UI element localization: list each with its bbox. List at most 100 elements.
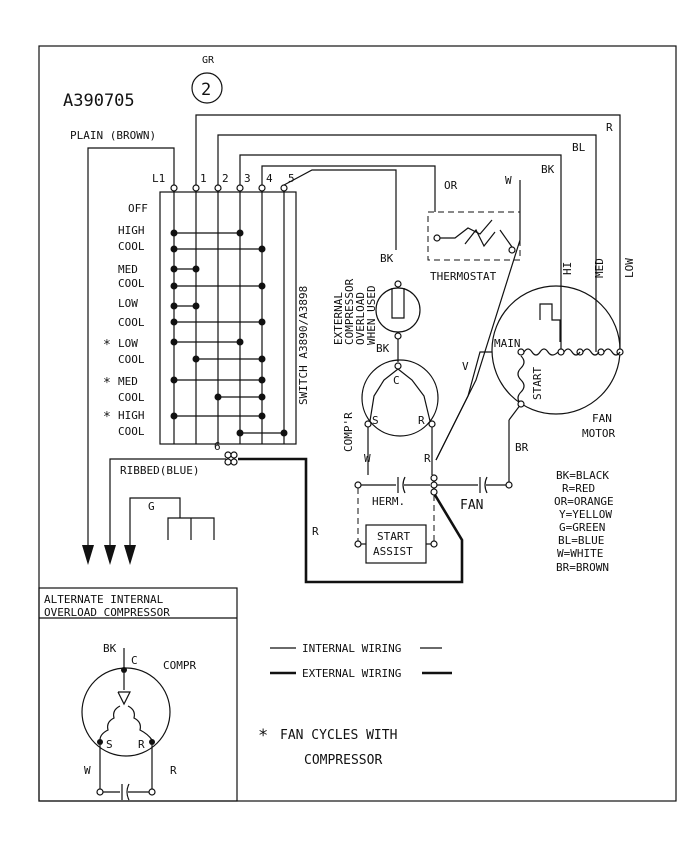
fan-cycle-note: * FAN CYCLES WITH COMPRESSOR	[258, 726, 397, 768]
svg-text:START: START	[377, 530, 410, 543]
svg-text:BR=BROWN: BR=BROWN	[556, 561, 609, 574]
svg-text:OFF: OFF	[128, 202, 148, 215]
svg-text:3: 3	[244, 172, 251, 185]
ref-small-label: GR	[202, 55, 215, 66]
r-wire-label: R	[312, 525, 319, 538]
svg-text:MED: MED	[118, 263, 138, 276]
svg-text:R=RED: R=RED	[562, 482, 595, 495]
svg-text:R: R	[170, 764, 177, 777]
svg-text:*: *	[258, 726, 268, 746]
fan-w-wire: V	[462, 360, 469, 373]
svg-text:FAN CYCLES WITH: FAN CYCLES WITH	[280, 728, 397, 743]
svg-text:LOW: LOW	[118, 297, 138, 310]
switch-terminals: L1 1 2 3 4 5	[152, 172, 295, 192]
svg-text:ALTERNATE INTERNAL: ALTERNATE INTERNAL	[44, 593, 164, 606]
bk-right-label: BK	[541, 163, 555, 176]
compressor: C S R	[361, 359, 439, 437]
svg-text:C: C	[131, 654, 138, 667]
svg-text:COOL: COOL	[118, 425, 145, 438]
model-number: A390705	[63, 91, 135, 111]
compressor-label: COMP'R	[342, 412, 355, 452]
svg-text:COMPR: COMPR	[163, 659, 196, 672]
svg-text:OVERLOAD COMPRESSOR: OVERLOAD COMPRESSOR	[44, 606, 170, 619]
external-overload: BK EXTERNAL COMPRESSOR OVERLOAD WHEN USE…	[332, 252, 421, 355]
svg-text:BK: BK	[376, 342, 390, 355]
w-wire-label-thermo: W	[505, 174, 512, 187]
svg-text:BK: BK	[380, 252, 394, 265]
svg-text:COOL: COOL	[118, 391, 145, 404]
switch-name: SWITCH A3890/A3898	[297, 286, 310, 405]
svg-text:1: 1	[200, 172, 207, 185]
svg-text:OR=ORANGE: OR=ORANGE	[554, 495, 614, 508]
thermostat	[427, 211, 521, 261]
ref-number: 2	[201, 80, 211, 100]
svg-text:EXTERNAL WIRING: EXTERNAL WIRING	[302, 667, 401, 680]
br-wire-label: BR	[515, 441, 529, 454]
svg-text:R: R	[418, 414, 425, 427]
svg-text:COOL: COOL	[118, 240, 145, 253]
arrow-ground	[124, 545, 136, 565]
svg-text:EXTERNAL: EXTERNAL	[332, 292, 345, 345]
r-right-label: R	[606, 121, 613, 134]
alternate-compressor-box: ALTERNATE INTERNAL OVERLOAD COMPRESSOR B…	[38, 587, 238, 802]
arrow-ribbed	[104, 545, 116, 565]
svg-text:START: START	[531, 367, 544, 400]
svg-text:*: *	[103, 338, 111, 353]
svg-text:LOW: LOW	[118, 337, 138, 350]
diagram-frame	[38, 45, 677, 802]
svg-text:*: *	[103, 376, 111, 391]
svg-text:BL=BLUE: BL=BLUE	[558, 534, 604, 547]
svg-text:C: C	[393, 374, 400, 387]
svg-text:COMPRESSOR: COMPRESSOR	[304, 753, 382, 768]
fan-motor: MAIN START FAN MOTOR	[491, 285, 624, 440]
svg-text:COOL: COOL	[118, 277, 145, 290]
med-label: MED	[593, 258, 606, 278]
svg-text:2: 2	[222, 172, 229, 185]
low-label: LOW	[623, 258, 636, 278]
thermostat-label: THERMOSTAT	[430, 270, 497, 283]
ref-circle	[191, 72, 223, 104]
svg-text:5: 5	[288, 172, 295, 185]
svg-text:MAIN: MAIN	[494, 337, 521, 350]
svg-text:HERM.: HERM.	[372, 495, 405, 508]
svg-text:L1: L1	[152, 172, 165, 185]
svg-text:W: W	[84, 764, 91, 777]
svg-text:MOTOR: MOTOR	[582, 427, 615, 440]
svg-text:HIGH: HIGH	[118, 224, 145, 237]
hi-label: HI	[561, 262, 574, 275]
svg-text:Y=YELLOW: Y=YELLOW	[559, 508, 612, 521]
arrow-plain	[82, 545, 94, 565]
terminal-6: 6	[214, 440, 221, 453]
svg-text:R: R	[138, 738, 145, 751]
or-wire-label: OR	[444, 179, 458, 192]
svg-text:OVERLOAD: OVERLOAD	[354, 292, 367, 345]
ribbed-wire-label: RIBBED(BLUE)	[120, 464, 199, 477]
svg-text:S: S	[372, 414, 379, 427]
svg-text:FAN: FAN	[592, 412, 612, 425]
switch-contacts	[170, 229, 288, 437]
svg-text:BK: BK	[103, 642, 117, 655]
start-assist: START ASSIST	[354, 524, 438, 564]
svg-text:COMPRESSOR: COMPRESSOR	[343, 278, 356, 345]
switch-position-labels: OFF HIGH COOL MED COOL LOW COOL * LOW CO…	[103, 202, 148, 438]
svg-text:ASSIST: ASSIST	[373, 545, 413, 558]
plain-wire-label: PLAIN (BROWN)	[70, 129, 156, 142]
svg-text:COOL: COOL	[118, 353, 145, 366]
comp-r-wire: R	[424, 452, 431, 465]
capacitor: HERM. FAN	[354, 474, 513, 513]
svg-text:4: 4	[266, 172, 273, 185]
svg-text:*: *	[103, 410, 111, 425]
ground-label: G	[148, 500, 155, 513]
comp-w-wire: W	[364, 452, 371, 465]
wiring-legend: INTERNAL WIRING EXTERNAL WIRING	[270, 642, 452, 680]
svg-text:HIGH: HIGH	[118, 409, 145, 422]
svg-text:S: S	[106, 738, 113, 751]
svg-text:BK=BLACK: BK=BLACK	[556, 469, 609, 482]
svg-text:COOL: COOL	[118, 316, 145, 329]
svg-text:FAN: FAN	[460, 498, 483, 513]
svg-text:INTERNAL WIRING: INTERNAL WIRING	[302, 642, 401, 655]
svg-text:G=GREEN: G=GREEN	[559, 521, 605, 534]
svg-text:WHEN USED: WHEN USED	[365, 285, 378, 345]
bl-right-label: BL	[572, 141, 586, 154]
